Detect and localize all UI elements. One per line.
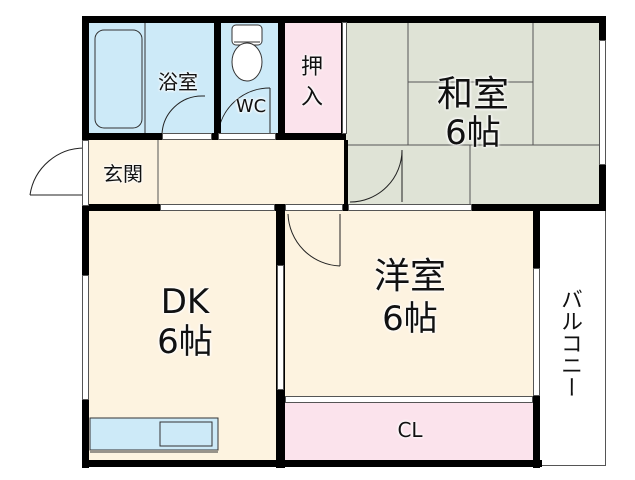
wall-bath-wc (214, 16, 221, 140)
wall-left-upper (82, 16, 89, 140)
youshitsu-label: 洋室 (373, 256, 446, 297)
bath-door[interactable] (162, 133, 212, 140)
dk-sliding-door[interactable] (160, 204, 275, 211)
washitsu-sliding-door[interactable] (348, 204, 472, 211)
dk-window[interactable] (82, 275, 89, 400)
wall-wc-oshiire (278, 16, 285, 140)
balcony (540, 210, 606, 466)
oshiire-label-bottom: 入 (300, 85, 323, 110)
toilet (220, 22, 280, 134)
cl-sliding-door[interactable] (285, 396, 533, 403)
dk-size: 6帖 (157, 322, 213, 362)
washitsu-window[interactable] (599, 40, 606, 165)
closet-cl (284, 402, 534, 462)
closet-oshiire (284, 22, 342, 134)
washitsu-label: 和室 (436, 74, 509, 115)
entrance-door[interactable] (82, 140, 89, 206)
wc-label: WC (235, 96, 267, 117)
wall-washitsu-hall (344, 140, 348, 210)
bath-label: 浴室 (158, 70, 198, 94)
wall-wetarea-bottom (82, 133, 346, 140)
balcony-label: バルコニー (557, 288, 582, 398)
dk-label: DK (160, 282, 210, 322)
youshitsu-size: 6帖 (382, 299, 438, 339)
dk-youshitsu-window[interactable] (277, 265, 284, 390)
washitsu-left-window[interactable] (342, 22, 347, 134)
youshitsu-door[interactable] (285, 204, 343, 211)
wall-bottom (82, 460, 542, 467)
genkan-label: 玄関 (103, 162, 143, 186)
youshitsu-balcony-window[interactable] (533, 268, 540, 396)
entrance-hall (88, 140, 346, 206)
oshiire-label-top: 押 (300, 55, 323, 80)
washitsu-size: 6帖 (445, 113, 501, 153)
cl-label: CL (397, 418, 423, 442)
wc-door[interactable] (218, 133, 276, 140)
